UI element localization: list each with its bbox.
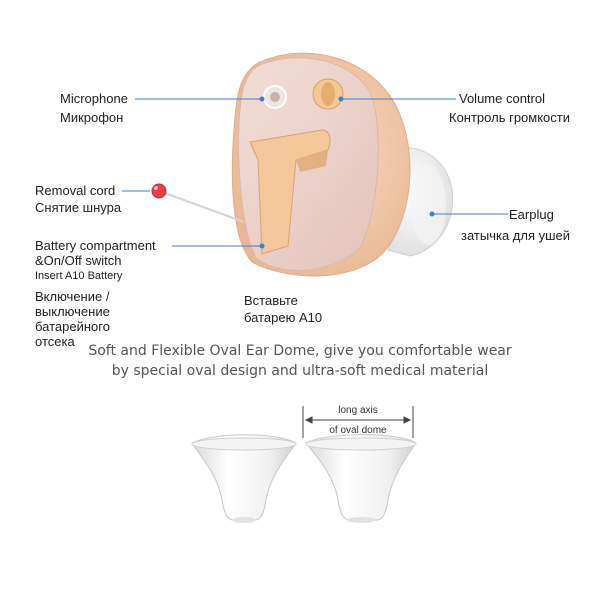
removal-cord-graphic bbox=[151, 183, 245, 223]
switch-label-ru-2: выключение bbox=[35, 304, 110, 319]
removal-cord-label-en: Removal cord bbox=[35, 183, 116, 198]
tagline-line1: Soft and Flexible Oval Ear Dome, give yo… bbox=[88, 343, 512, 359]
ear-dome-left bbox=[191, 434, 297, 523]
earplug-label-ru: затычка для ушей bbox=[461, 228, 571, 243]
tagline-line2: by special oval design and ultra-soft me… bbox=[111, 363, 489, 379]
insert-battery-label-ru-2: батарею А10 bbox=[244, 310, 323, 325]
switch-label-ru-4: отсека bbox=[35, 334, 75, 349]
earplug-label-en: Earplug bbox=[509, 207, 554, 222]
removal-cord-label-ru: Снятие шнура bbox=[35, 200, 122, 215]
switch-label-ru-1: Включение / bbox=[35, 289, 110, 304]
battery-label-line1: Battery compartment bbox=[35, 238, 156, 253]
dome-axis-label-line1: long axis bbox=[338, 405, 378, 416]
switch-label-ru-3: батарейного bbox=[35, 319, 110, 334]
battery-door bbox=[249, 129, 331, 255]
insert-battery-label-ru-1: Вставьте bbox=[244, 293, 298, 308]
battery-label-line3: Insert A10 Battery bbox=[35, 270, 123, 282]
ear-dome-right bbox=[305, 434, 417, 523]
volume-label-ru: Контроль громкости bbox=[449, 110, 570, 125]
microphone-port bbox=[263, 85, 287, 109]
dome-axis-marker bbox=[302, 406, 414, 438]
volume-label-en: Volume control bbox=[459, 91, 545, 106]
dome-axis-label-line2: of oval dome bbox=[329, 425, 387, 436]
leader-lines bbox=[122, 96, 508, 249]
microphone-label-ru: Микрофон bbox=[60, 110, 124, 125]
volume-control-knob bbox=[312, 78, 344, 110]
battery-label-line2: &On/Off switch bbox=[35, 253, 122, 268]
microphone-label-en: Microphone bbox=[60, 91, 128, 106]
